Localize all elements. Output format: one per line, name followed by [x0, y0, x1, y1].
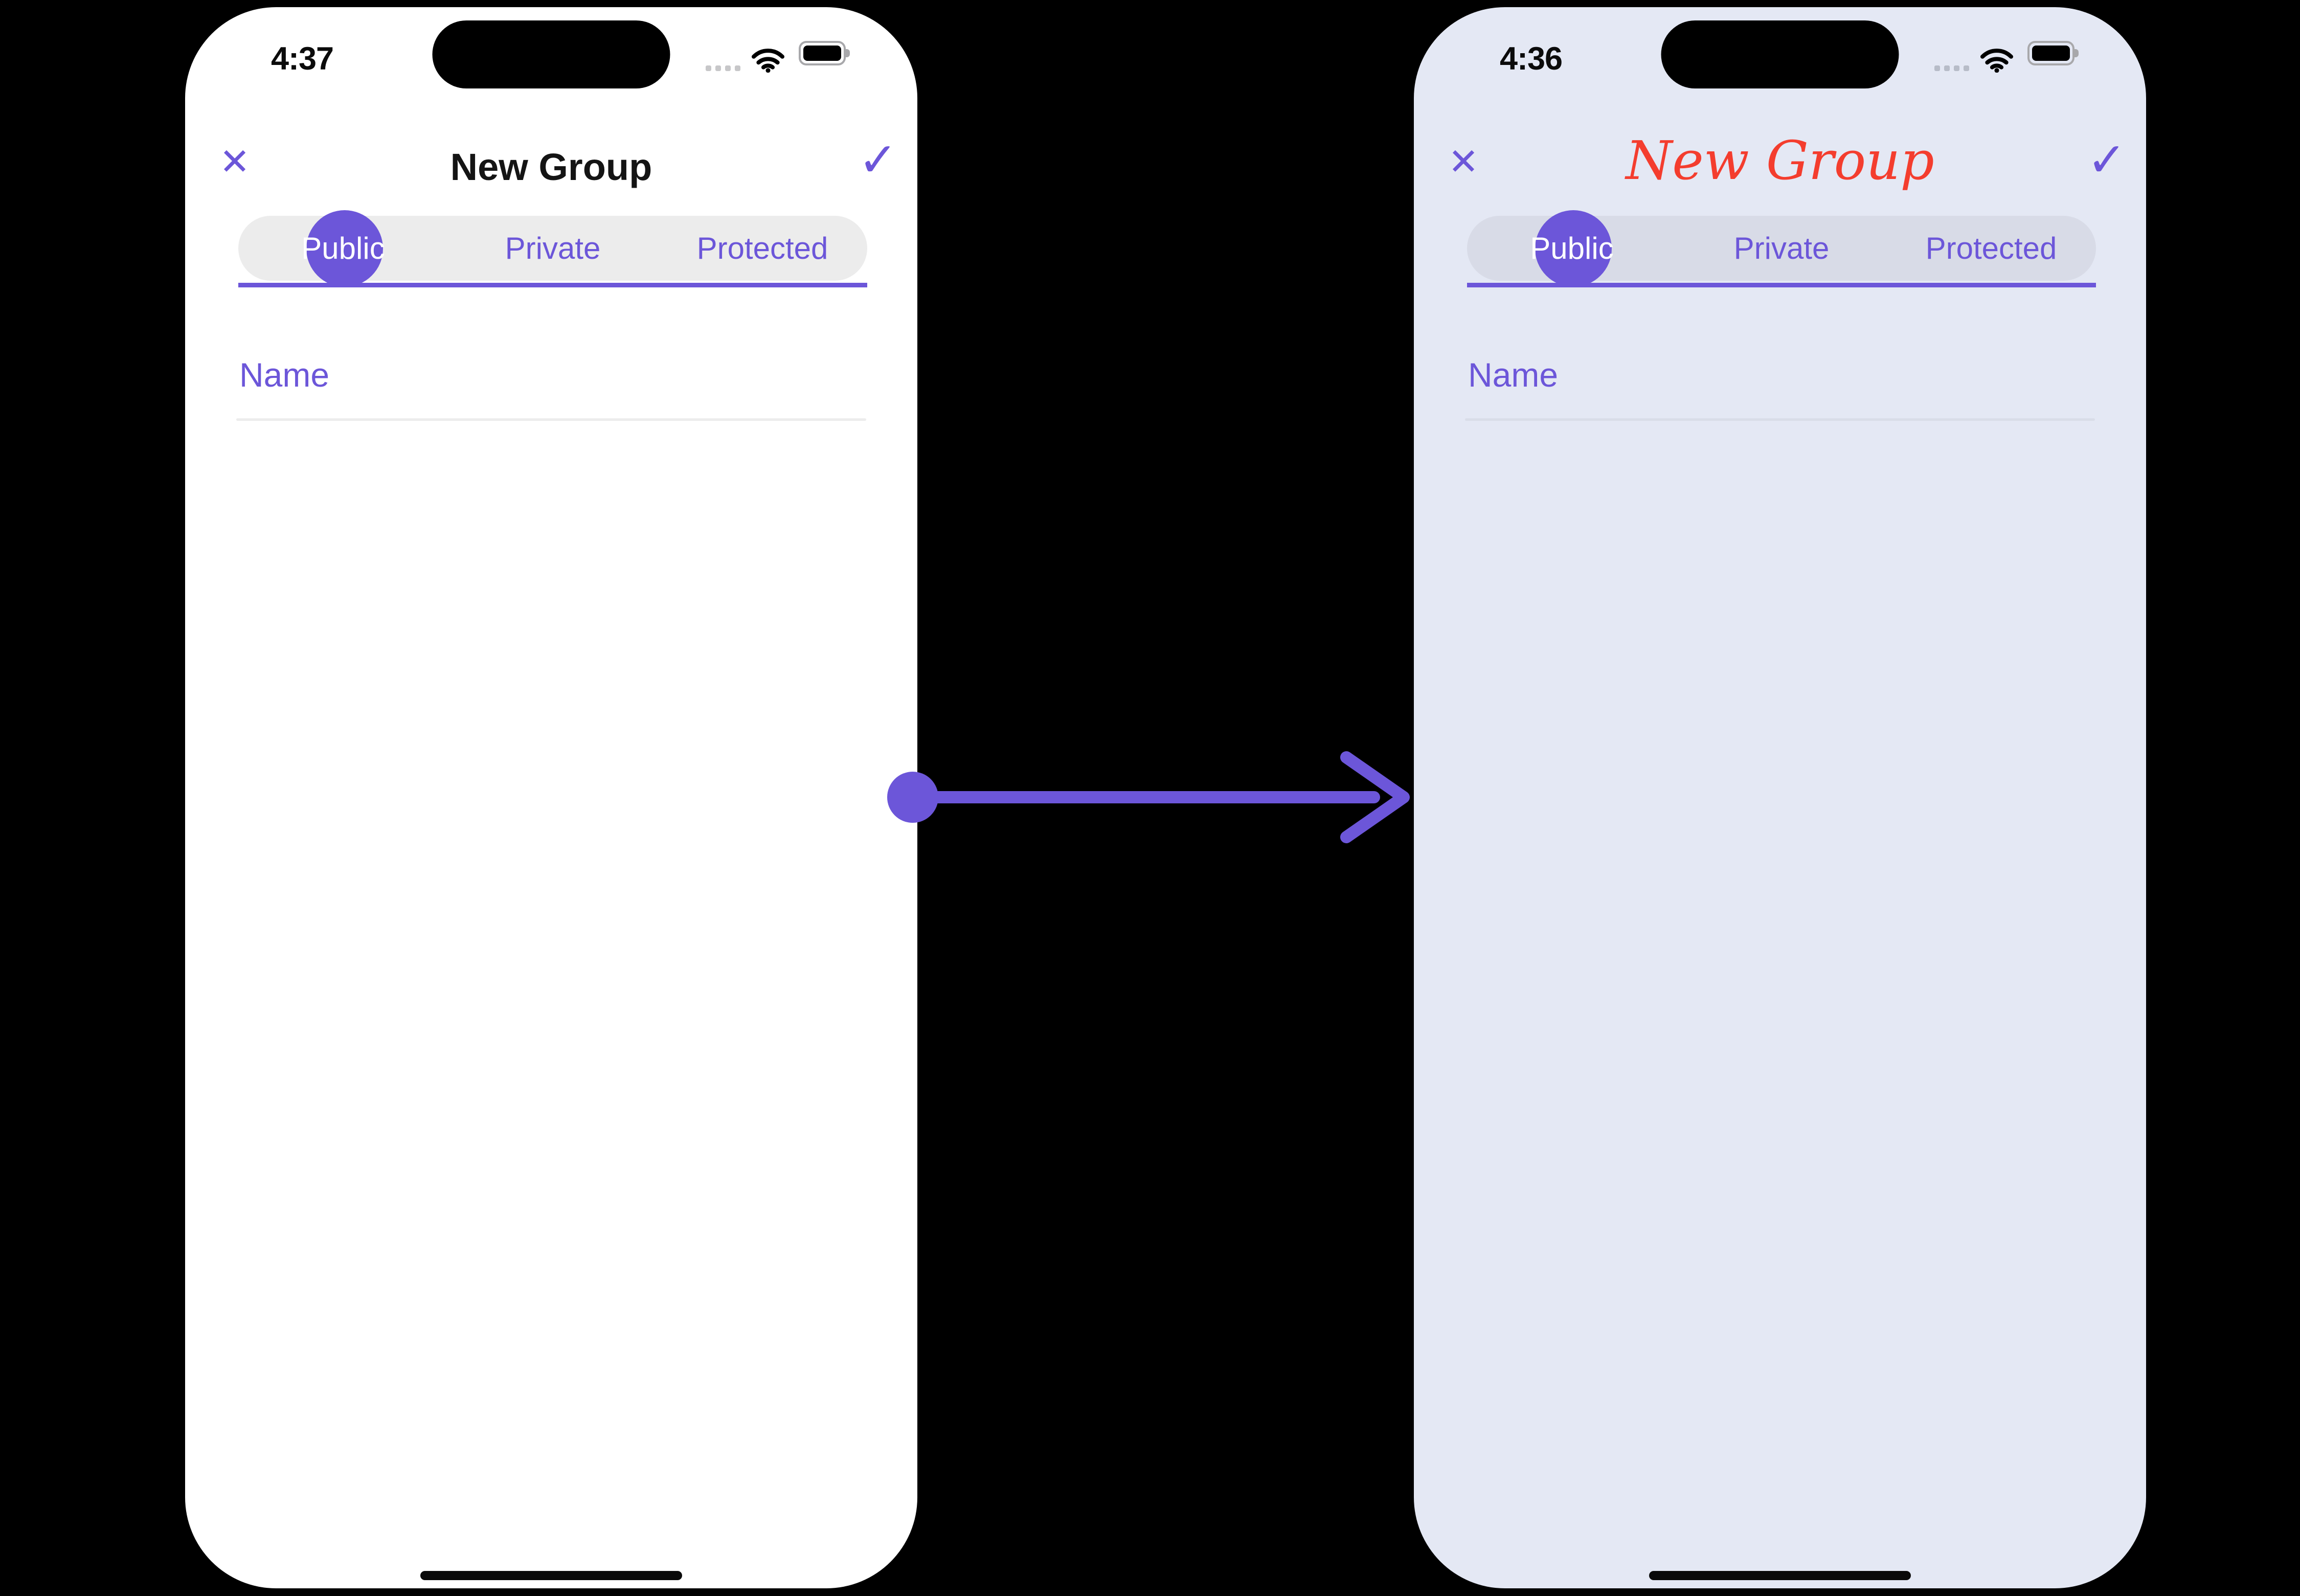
confirm-button[interactable]: ✓: [2087, 134, 2127, 186]
tab-private[interactable]: Private: [505, 231, 601, 265]
status-time: 4:37: [271, 41, 334, 77]
tab-protected[interactable]: Protected: [1925, 231, 2057, 265]
page-title-changed: New Group: [1626, 129, 1934, 192]
home-indicator[interactable]: [420, 1571, 682, 1580]
visibility-segmented-control: Public Private Protected: [238, 210, 867, 287]
dynamic-island: [432, 20, 670, 88]
selected-segment-indicator: [306, 210, 383, 287]
cellular-signal-icon: [1934, 65, 1969, 71]
close-button[interactable]: ✕: [1448, 142, 1479, 183]
name-input-underline: [236, 418, 866, 421]
signal-dot: [1964, 65, 1969, 71]
cellular-signal-icon: [706, 65, 740, 71]
signal-dot: [1944, 65, 1950, 71]
status-time: 4:36: [1500, 41, 1563, 77]
battery-fill: [2032, 46, 2070, 61]
signal-dot: [725, 65, 731, 71]
name-input[interactable]: Name: [1468, 356, 1559, 394]
signal-dot: [1954, 65, 1959, 71]
battery-icon: [2027, 41, 2079, 65]
battery-nub: [2074, 49, 2079, 57]
confirm-button[interactable]: ✓: [858, 134, 898, 186]
close-button[interactable]: ✕: [219, 142, 251, 183]
home-indicator[interactable]: [1649, 1571, 1911, 1580]
tab-private[interactable]: Private: [1733, 231, 1830, 265]
name-input[interactable]: Name: [239, 356, 330, 394]
battery-nub: [846, 49, 850, 57]
name-input-underline: [1465, 418, 2095, 421]
signal-dot: [1934, 65, 1940, 71]
selected-segment-indicator: [1535, 210, 1612, 287]
battery-icon: [799, 41, 850, 65]
phone-before: 4:37 ✕ New Group ✓ Public Private Protec…: [185, 7, 917, 1588]
signal-dot: [706, 65, 711, 71]
wifi-icon: [752, 49, 784, 73]
signal-dot: [715, 65, 721, 71]
tab-public[interactable]: Public: [301, 231, 385, 265]
transition-arrow: [887, 751, 1410, 843]
segmented-underline: [1467, 283, 2096, 287]
dynamic-island: [1661, 20, 1899, 88]
battery-fill: [803, 46, 841, 61]
visibility-segmented-control: Public Private Protected: [1467, 210, 2096, 287]
signal-dot: [735, 65, 740, 71]
page-title: New Group: [450, 146, 652, 188]
wifi-icon: [1980, 49, 2013, 73]
tab-public[interactable]: Public: [1530, 231, 1614, 265]
phone-after: 4:36 ✕ New Group ✓ Public Private Protec…: [1414, 7, 2146, 1588]
segmented-underline: [238, 283, 867, 287]
tab-protected[interactable]: Protected: [696, 231, 828, 265]
